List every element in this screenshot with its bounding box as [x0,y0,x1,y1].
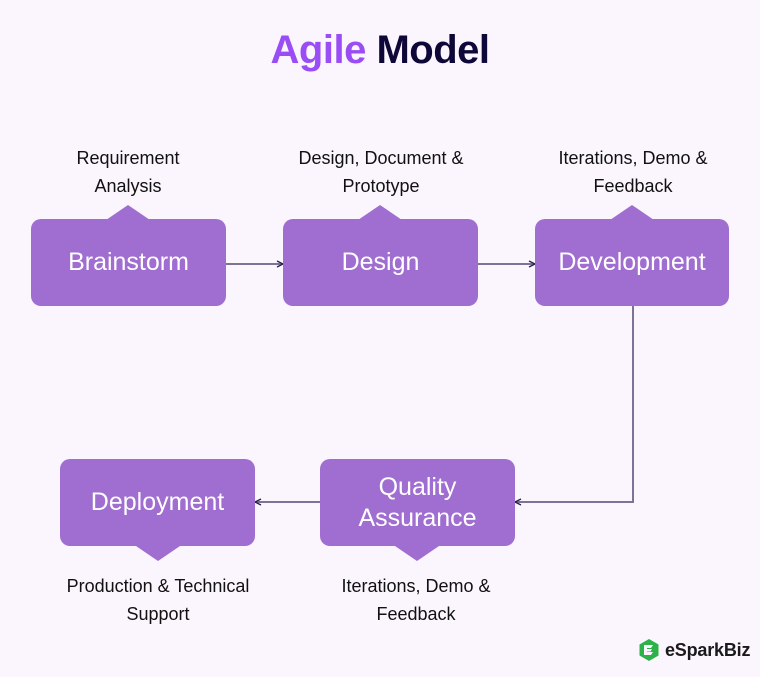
stage-label: Development [558,248,706,276]
caption-brainstorm: Requirement Analysis [76,148,180,196]
brand-name: eSparkBiz [665,639,751,660]
stage-label: Brainstorm [68,248,189,276]
pointer-design [358,205,402,220]
pointer-development [610,205,654,220]
diagram-title: Agile Model [0,28,760,73]
pointer-deployment [136,546,180,561]
title-accent: Agile [270,28,367,72]
arrow-development-to-qa [515,306,634,502]
stage-deployment: Deployment [60,459,255,546]
caption-design: Design, Document & Prototype [298,148,464,196]
brand-logo: eSparkBiz [638,638,750,662]
stage-brainstorm: Brainstorm [31,219,226,306]
title-main: Model [376,28,490,72]
stage-label: Quality Assurance [358,472,477,532]
pointer-brainstorm [106,205,150,220]
stage-label: Deployment [90,488,225,516]
caption-development: Iterations, Demo & Feedback [558,148,708,196]
esparkbiz-logo-icon [639,639,659,661]
stage-design: Design [283,219,478,306]
caption-quality-assurance: Iterations, Demo & Feedback [341,576,491,624]
caption-deployment: Production & Technical Support [66,576,250,624]
pointer-quality-assurance [395,546,439,561]
stage-development: Development [535,219,729,306]
stage-label: Design [341,248,420,276]
stage-quality-assurance: Quality Assurance [320,459,515,546]
